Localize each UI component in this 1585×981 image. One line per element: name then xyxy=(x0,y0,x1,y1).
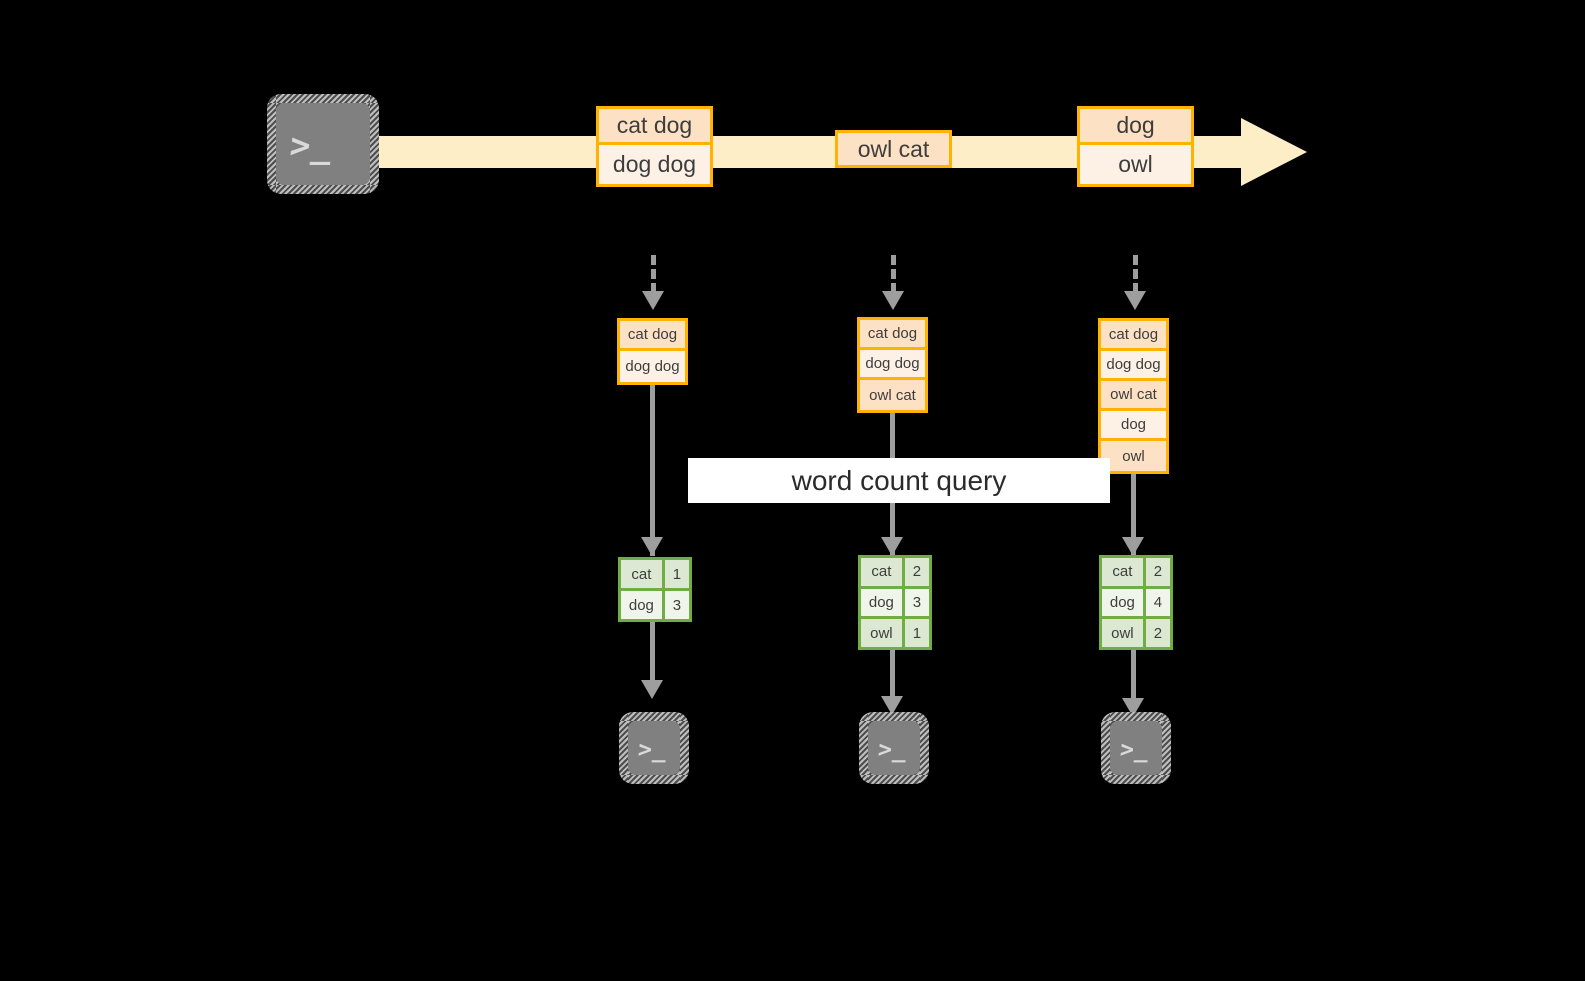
input-row: owl cat xyxy=(1101,381,1166,411)
column-2-result-table: cat 2 dog 3 owl 1 xyxy=(858,555,932,650)
result-word: dog xyxy=(621,591,665,619)
terminal-screen: >_ xyxy=(868,721,920,775)
stream-tap-line-2 xyxy=(891,255,896,293)
column-2-query-arrow-icon xyxy=(881,537,903,556)
table-row: dog 3 xyxy=(861,588,929,620)
stream-record-cell: cat dog xyxy=(599,109,710,145)
column-1-result-table: cat 1 dog 3 xyxy=(618,557,692,622)
column-1-input-stack: cat dog dog dog xyxy=(617,318,688,385)
result-word: cat xyxy=(621,560,665,588)
column-3-sink-terminal-icon: >_ xyxy=(1101,712,1171,784)
result-count: 1 xyxy=(664,560,689,588)
stream-record-cell: dog xyxy=(1080,109,1191,145)
input-row: dog xyxy=(1101,411,1166,441)
query-label: word count query xyxy=(688,458,1110,503)
input-row: dog dog xyxy=(1101,351,1166,381)
result-count: 2 xyxy=(904,558,929,586)
input-row: dog dog xyxy=(860,350,925,380)
input-row: owl xyxy=(1101,441,1166,471)
result-word: cat xyxy=(1102,558,1146,586)
result-count: 1 xyxy=(904,619,929,648)
result-word: cat xyxy=(861,558,905,586)
terminal-screen: >_ xyxy=(276,103,370,185)
column-3-query-arrow-icon xyxy=(1122,537,1144,556)
table-row: cat 2 xyxy=(1102,558,1170,589)
column-3-query-line xyxy=(1131,474,1136,556)
terminal-prompt-glyph: >_ xyxy=(1118,737,1152,763)
stream-record-cell: owl xyxy=(1080,145,1191,184)
column-3-sink-line xyxy=(1131,650,1136,708)
result-word: owl xyxy=(1102,619,1146,648)
result-word: dog xyxy=(861,588,905,617)
stream-record-cell: dog dog xyxy=(599,145,710,184)
result-count: 3 xyxy=(904,588,929,617)
input-row: dog dog xyxy=(620,351,685,382)
column-1-sink-arrow-icon xyxy=(641,680,663,699)
column-1-query-line xyxy=(650,385,655,556)
table-row: cat 2 xyxy=(861,558,929,589)
terminal-screen: >_ xyxy=(628,721,680,775)
terminal-prompt-glyph: >_ xyxy=(287,126,336,166)
result-count: 2 xyxy=(1145,558,1170,586)
column-2-sink-arrow-icon xyxy=(881,696,903,715)
stream-record-group-3: dog owl xyxy=(1077,106,1194,187)
column-2-sink-terminal-icon: >_ xyxy=(859,712,929,784)
result-count: 2 xyxy=(1145,619,1170,648)
stream-tap-arrow-2-icon xyxy=(882,291,904,310)
table-row: dog 3 xyxy=(621,591,689,619)
input-row: cat dog xyxy=(620,321,685,351)
stream-record-group-1: cat dog dog dog xyxy=(596,106,713,187)
stream-record-cell: owl cat xyxy=(838,133,949,165)
stream-arrow-head-icon xyxy=(1241,118,1307,186)
stream-tap-line-3 xyxy=(1133,255,1138,293)
column-3-input-stack: cat dog dog dog owl cat dog owl xyxy=(1098,318,1169,474)
column-1-sink-terminal-icon: >_ xyxy=(619,712,689,784)
terminal-screen: >_ xyxy=(1110,721,1162,775)
column-2-input-stack: cat dog dog dog owl cat xyxy=(857,317,928,413)
column-3-result-table: cat 2 dog 4 owl 2 xyxy=(1099,555,1173,650)
terminal-prompt-glyph: >_ xyxy=(876,737,910,763)
input-row: cat dog xyxy=(860,320,925,350)
table-row: cat 1 xyxy=(621,560,689,591)
table-row: dog 4 xyxy=(1102,588,1170,620)
input-row: cat dog xyxy=(1101,321,1166,351)
stream-tap-arrow-1-icon xyxy=(642,291,664,310)
table-row: owl 1 xyxy=(861,619,929,648)
stream-tap-arrow-3-icon xyxy=(1124,291,1146,310)
table-row: owl 2 xyxy=(1102,619,1170,648)
result-word: dog xyxy=(1102,588,1146,617)
stream-record-group-2: owl cat xyxy=(835,130,952,168)
column-1-query-arrow-icon xyxy=(641,537,663,556)
input-row: owl cat xyxy=(860,380,925,410)
column-2-sink-line xyxy=(890,650,895,706)
result-count: 4 xyxy=(1145,588,1170,617)
stream-tap-line-1 xyxy=(651,255,656,293)
terminal-prompt-glyph: >_ xyxy=(636,737,670,763)
result-word: owl xyxy=(861,619,905,648)
result-count: 3 xyxy=(664,591,689,619)
source-terminal-icon: >_ xyxy=(267,94,379,194)
column-1-sink-line xyxy=(650,622,655,690)
